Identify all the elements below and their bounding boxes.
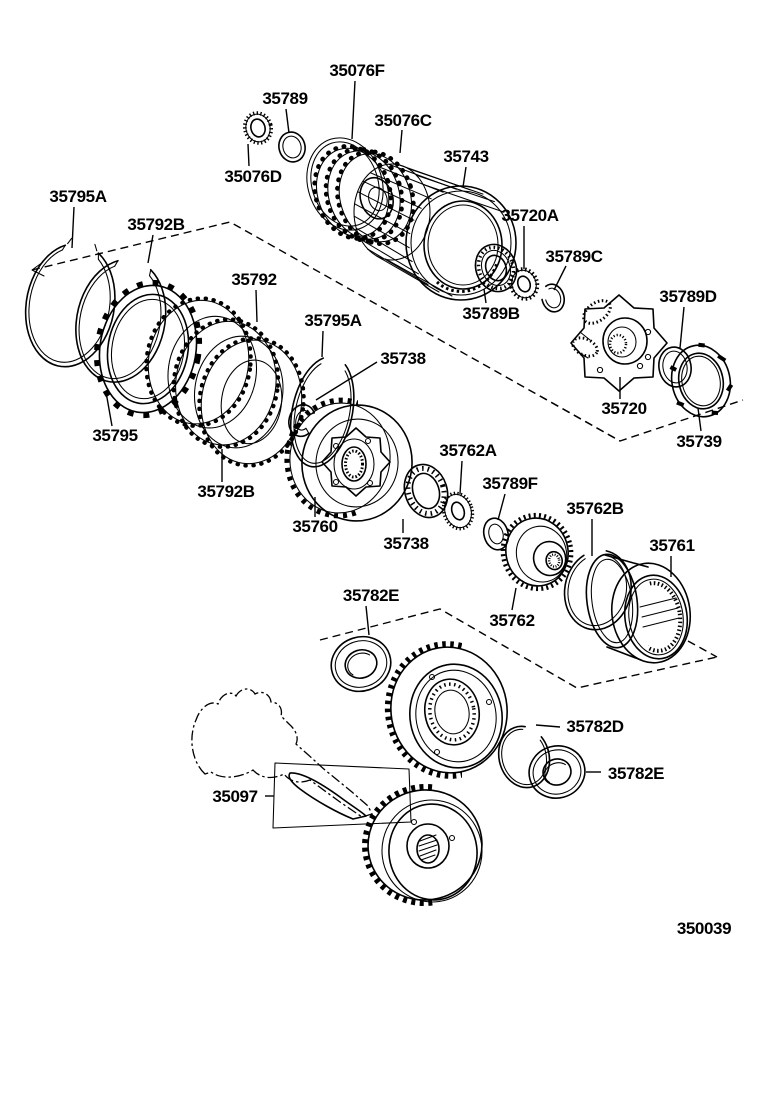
spline-hatch [418, 834, 438, 861]
part-gear-35762 [500, 512, 574, 592]
part-label-35762A: 35762A [439, 441, 496, 460]
part-ring-35076F [306, 137, 384, 231]
part-label-35076F: 35076F [329, 61, 384, 80]
part-label-35795: 35795 [92, 426, 137, 445]
part-lock-washer-35076D [242, 111, 274, 145]
leader-35789B [483, 288, 487, 304]
leader-lines [71, 80, 702, 797]
part-bearing-35782E-2 [528, 745, 586, 799]
part-snap-ring-35795A-1 [24, 237, 116, 368]
part-snap-ring-35795A-2 [289, 357, 355, 468]
part-label-35739: 35739 [676, 432, 721, 451]
part-label-35792B-1: 35792B [127, 215, 184, 234]
figure-code: 350039 [677, 919, 731, 938]
part-label-35720A: 35720A [501, 206, 558, 225]
part-label-35760: 35760 [292, 517, 337, 536]
part-thrust-bearing-35720A [508, 267, 540, 301]
leader-35743 [462, 166, 467, 188]
leader-35076F [351, 80, 356, 140]
leader-35739 [697, 407, 702, 432]
part-label-35795A-2: 35795A [304, 311, 361, 330]
leader-35792 [255, 289, 258, 323]
part-label-35789C: 35789C [545, 247, 602, 266]
part-label-35795A-1: 35795A [49, 187, 106, 206]
leader-35789C [553, 265, 567, 291]
part-label-35792B-2: 35792B [197, 482, 254, 501]
group-outline-upper [31, 221, 744, 442]
part-bearing-race-35738-2 [403, 463, 449, 519]
part-label-35738-2: 35738 [383, 534, 428, 553]
part-disc-stack-35076C [312, 143, 416, 247]
part-label-35782E-2: 35782E [608, 764, 664, 783]
part-disc-stack-35792 [144, 296, 306, 468]
leader-35795A-1 [71, 206, 75, 249]
part-output-gear-upper [384, 641, 508, 779]
part-label-35789: 35789 [262, 89, 307, 108]
part-counter-gear-lower [362, 783, 483, 907]
leader-35795A-2 [321, 330, 324, 358]
part-cushion-ring-35792B-1 [75, 259, 167, 383]
part-bearing-35789B [474, 243, 518, 293]
part-race-35789D [658, 346, 692, 388]
leader-35789 [285, 108, 290, 134]
part-flange-35795 [93, 279, 203, 419]
part-clutch-hub-35761 [585, 553, 692, 664]
part-label-35738-1: 35738 [380, 349, 425, 368]
part-snap-ring-35789C [540, 283, 566, 313]
leader-35762 [511, 587, 517, 611]
part-label-35762B: 35762B [566, 499, 623, 518]
leader-35782D [535, 724, 561, 728]
leader-35738-1 [315, 361, 378, 401]
part-shaft-35097 [191, 688, 412, 829]
part-drum-35743 [353, 163, 517, 301]
part-label-35097: 35097 [212, 787, 257, 806]
leader-35792B-1 [147, 234, 154, 264]
part-label-35789B: 35789B [462, 304, 519, 323]
part-bearing-35782E-1 [330, 635, 392, 693]
part-label-35076C: 35076C [374, 111, 431, 130]
part-label-35076D: 35076D [224, 167, 281, 186]
part-one-way-clutch-35760 [284, 397, 413, 522]
group-outline-lower [319, 608, 718, 689]
part-thrust-bearing-35762A [441, 491, 475, 531]
part-seal-ring-35789 [278, 131, 306, 163]
part-label-35782D: 35782D [566, 717, 623, 736]
part-label-35720: 35720 [601, 399, 646, 418]
leader-35076C [399, 129, 403, 154]
part-labels: 35076F 35789 35076C 35743 35076D 35720A … [49, 61, 731, 938]
part-label-35762: 35762 [489, 611, 534, 630]
part-label-35789D: 35789D [659, 287, 716, 306]
leader-35076D [247, 143, 250, 167]
leader-35782E-1 [365, 605, 370, 636]
part-label-35743: 35743 [443, 147, 488, 166]
leader-35789D [679, 306, 685, 349]
part-planetary-carrier-35720 [570, 294, 668, 392]
part-oil-seal-35789F [482, 517, 510, 551]
part-label-35761: 35761 [649, 536, 694, 555]
part-label-35789F: 35789F [482, 474, 537, 493]
leader-35789F [497, 493, 506, 521]
part-label-35792: 35792 [231, 270, 276, 289]
leader-35762A [459, 460, 463, 495]
drum-ribs [353, 163, 505, 297]
part-label-35782E-1: 35782E [343, 586, 399, 605]
part-flanged-ring-35739 [669, 342, 734, 418]
leader-35795 [105, 391, 113, 427]
